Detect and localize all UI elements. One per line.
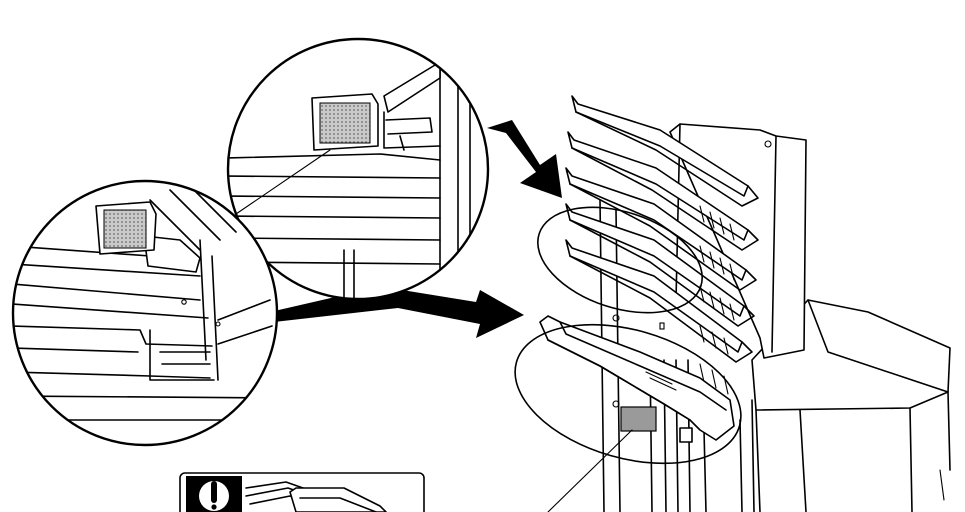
lower-tray-highlight-ellipse (514, 323, 742, 465)
exclamation-icon (186, 476, 242, 512)
caution-note-box (179, 472, 425, 512)
dotted-sticker-left (103, 209, 147, 249)
caution-tray-thumbnail (245, 481, 387, 512)
upper-tray-highlight-ellipse (537, 206, 703, 314)
finisher-machine (539, 95, 951, 512)
label-patch (620, 406, 657, 432)
left-detail-circle (11, 179, 279, 447)
arrow-to-upper-tray (487, 120, 562, 198)
dotted-sticker-top (319, 102, 371, 144)
leader-line (547, 429, 633, 512)
